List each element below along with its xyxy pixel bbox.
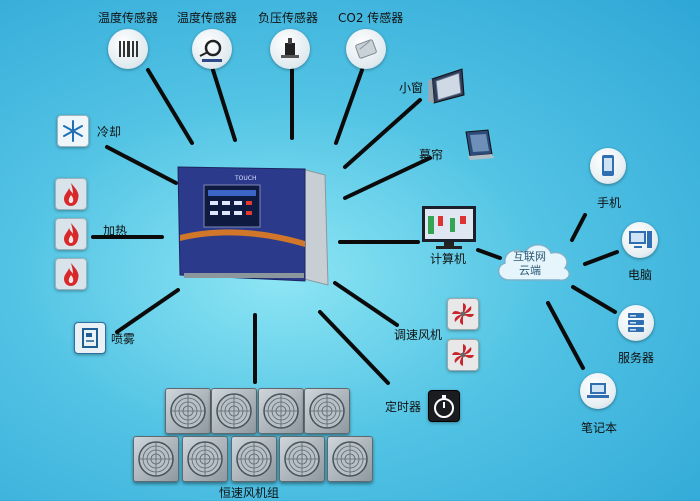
heater-2[interactable]: [55, 218, 87, 250]
laptop-label: 笔记本: [581, 421, 618, 435]
constant-fan-8[interactable]: [279, 436, 325, 482]
flame-icon: [64, 263, 79, 286]
constant-fan-9[interactable]: [327, 436, 373, 482]
fan-grille-icon: [187, 441, 223, 477]
central-controller[interactable]: TOUCH: [170, 163, 355, 288]
heater-1[interactable]: [55, 178, 87, 210]
phone-label: 手机: [597, 196, 622, 210]
phone-device[interactable]: [590, 148, 626, 184]
monitor-icon: [422, 206, 476, 249]
controller-brand: TOUCH: [235, 175, 257, 182]
laptop-icon: [587, 383, 609, 398]
variable-fan-1[interactable]: [447, 298, 479, 330]
fan-icon: [452, 344, 474, 366]
timer-device[interactable]: [428, 390, 460, 422]
snowflake-icon: [63, 120, 83, 142]
co2-sensor-icon: [355, 39, 377, 59]
fan-grille-icon: [332, 441, 368, 477]
small-window-label: 小窗: [399, 81, 424, 95]
cloud-label-line1: 互联网: [513, 250, 546, 263]
curtain-icon: [465, 129, 494, 160]
constant-fan-7[interactable]: [231, 436, 277, 482]
window-icon: [428, 68, 465, 104]
spray-label: 喷雾: [111, 332, 136, 346]
fan-grille-icon: [263, 393, 299, 429]
cloud-icon: [497, 244, 570, 281]
constant-fan-3[interactable]: [258, 388, 304, 434]
flame-icon: [64, 183, 79, 206]
constant-fan-5[interactable]: [133, 436, 179, 482]
phone-icon: [602, 155, 614, 176]
cooling-label: 冷却: [97, 125, 122, 139]
co2-sensor[interactable]: [346, 29, 386, 69]
fan-grille-icon: [236, 441, 272, 477]
constant-speed-fan-bank: [128, 384, 378, 484]
constant-fan-1[interactable]: [165, 388, 211, 434]
constant-fan-6[interactable]: [182, 436, 228, 482]
variable-fan-label: 调速风机: [394, 328, 443, 342]
curtain-label: 幕帘: [419, 148, 444, 162]
fan-grille-icon: [216, 393, 252, 429]
sensor-label-temperature-2: 温度传感器: [177, 11, 238, 25]
constant-fan-label: 恒速风机组: [219, 486, 280, 500]
pc-device[interactable]: [622, 222, 658, 258]
laptop-device[interactable]: [580, 373, 616, 409]
fan-grille-icon: [170, 393, 206, 429]
heating-label: 加热: [103, 224, 128, 238]
heater-3[interactable]: [55, 258, 87, 290]
internet-cloud[interactable]: 互联网 云端: [493, 236, 575, 288]
temperature-probe[interactable]: [192, 29, 232, 69]
pc-label: 电脑: [628, 268, 653, 282]
flame-icon: [64, 223, 79, 246]
server-device[interactable]: [618, 305, 654, 341]
small-window-device[interactable]: [422, 65, 468, 105]
sensor-label-pressure: 负压传感器: [258, 11, 319, 25]
fan-grille-icon: [284, 441, 320, 477]
spray-device[interactable]: [74, 322, 106, 354]
computer-device[interactable]: [420, 204, 478, 250]
negative-pressure-sensor[interactable]: [270, 29, 310, 69]
server-label: 服务器: [618, 351, 655, 365]
cooling-device[interactable]: [57, 115, 89, 147]
constant-fan-4[interactable]: [304, 388, 350, 434]
sensor-label-temperature-1: 温度传感器: [98, 11, 159, 25]
fan-grille-icon: [138, 441, 174, 477]
controller-cabinet: [177, 166, 329, 286]
temperature-sensor[interactable]: [108, 29, 148, 69]
curtain-device[interactable]: [460, 128, 496, 162]
fan-icon: [452, 303, 474, 325]
timer-label: 定时器: [385, 400, 422, 414]
desktop-icon: [629, 231, 652, 248]
mist-sprayer-icon: [82, 328, 98, 348]
negative-pressure-sensor-icon: [281, 38, 299, 58]
server-icon: [628, 313, 644, 332]
constant-fan-2[interactable]: [211, 388, 257, 434]
temperature-probe-icon: [199, 39, 222, 62]
sensor-label-co2: CO2 传感器: [338, 11, 404, 25]
cloud-label-line2: 云端: [519, 264, 541, 277]
temperature-sensor-icon: [119, 41, 138, 57]
fan-grille-icon: [309, 393, 345, 429]
stopwatch-icon: [434, 395, 454, 418]
variable-fan-2[interactable]: [447, 339, 479, 371]
computer-label: 计算机: [430, 252, 467, 266]
